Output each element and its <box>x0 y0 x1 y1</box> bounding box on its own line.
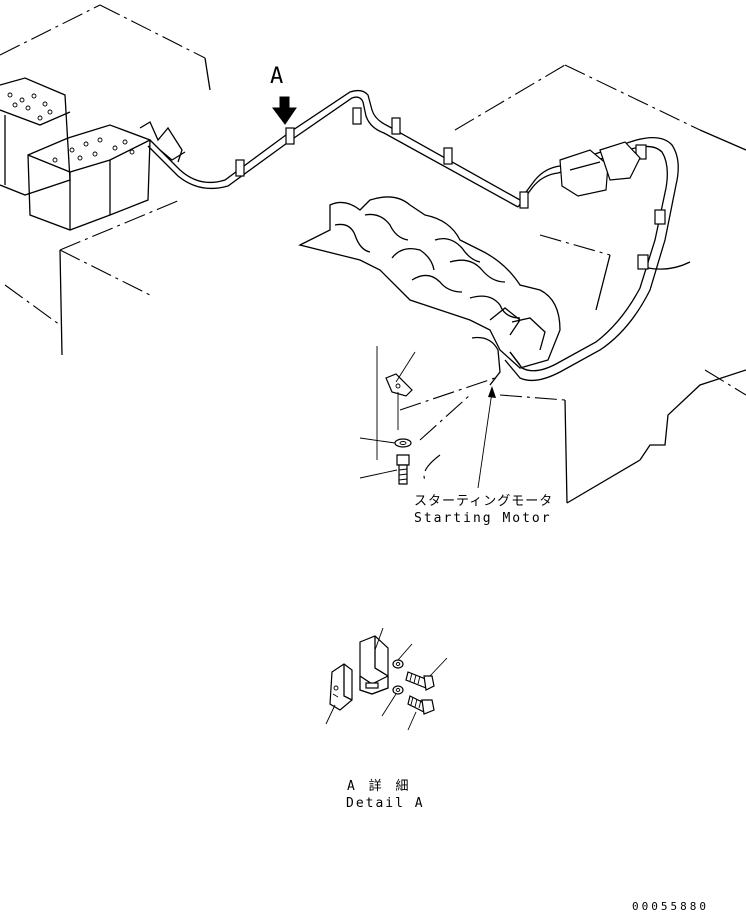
view-a-label: A <box>270 64 284 89</box>
detail-a-title-en: Detail A <box>346 796 425 811</box>
view-a-arrow-icon <box>272 96 297 125</box>
starting-motor-label-jp: スターティングモータ <box>414 494 554 509</box>
drawing-number: 00055880 <box>632 900 709 913</box>
starter-fasteners <box>359 351 416 485</box>
frame-outline <box>0 4 746 504</box>
starting-motor-label-en: Starting Motor <box>414 511 552 526</box>
starting-motor-leader <box>477 386 496 489</box>
engine-block <box>298 196 561 386</box>
battery-group <box>0 77 151 231</box>
detail-a-title-jp: A 詳 細 <box>347 779 412 794</box>
hose-route <box>139 89 679 382</box>
leader-dashed <box>376 346 496 481</box>
detail-a-parts <box>325 627 448 731</box>
